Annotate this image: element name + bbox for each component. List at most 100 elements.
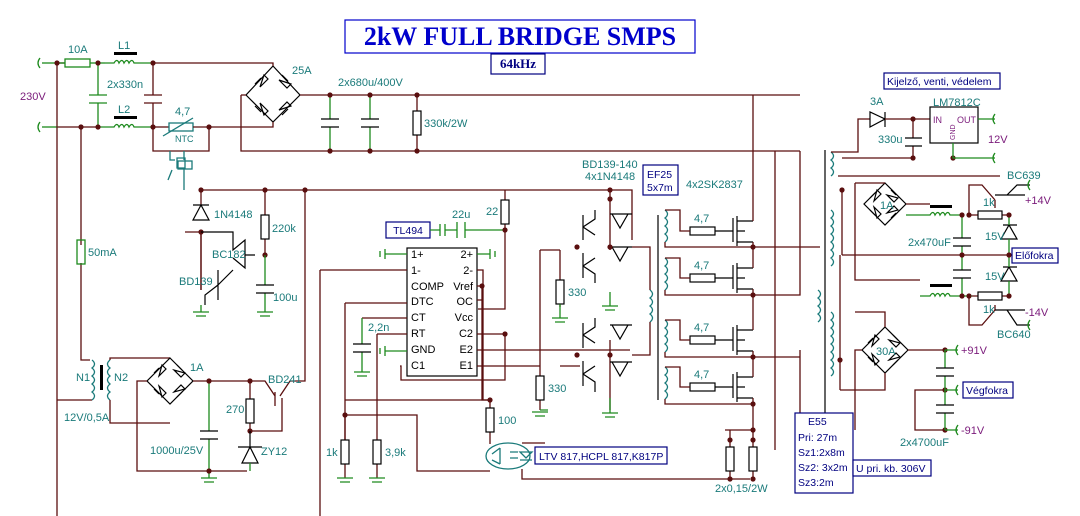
- svg-text:1k: 1k: [326, 447, 338, 459]
- driver-stage: BD139-140 4x1N4148 330 330: [505, 159, 654, 418]
- svg-text:2x4700uF: 2x4700uF: [900, 437, 949, 449]
- svg-text:2+: 2+: [460, 249, 473, 261]
- power-output: 30A +91V Végfokra -91V 2x4700uF: [837, 311, 1014, 449]
- title: 2kW FULL BRIDGE SMPS: [364, 22, 676, 51]
- svg-text:-91V: -91V: [961, 425, 985, 437]
- aux-output: Kijelző, venti, védelem 3A 330u LM7812C …: [831, 72, 1008, 193]
- svg-text:2x330n: 2x330n: [107, 79, 143, 91]
- svg-text:1A: 1A: [880, 200, 894, 212]
- svg-text:NTC: NTC: [175, 134, 194, 144]
- svg-text:U pri. kb. 306V: U pri. kb. 306V: [856, 463, 925, 475]
- svg-text:EF25: EF25: [647, 169, 672, 181]
- bridge-rectifier-25a: 25A: [153, 62, 330, 152]
- svg-text:TL494: TL494: [393, 225, 423, 237]
- svg-text:IN: IN: [933, 115, 942, 125]
- svg-text:5x7m: 5x7m: [647, 182, 673, 194]
- svg-text:25A: 25A: [292, 65, 312, 77]
- svg-text:E1: E1: [460, 360, 473, 372]
- ntc-thermistor: 4,7 NTC: [153, 106, 212, 144]
- svg-text:2x680u/400V: 2x680u/400V: [338, 77, 403, 89]
- svg-text:Végfokra: Végfokra: [966, 385, 1008, 397]
- feedback-network: 100 1k 3,9k: [326, 397, 516, 483]
- svg-text:1k: 1k: [983, 304, 995, 316]
- svg-text:BC639: BC639: [1007, 170, 1041, 182]
- svg-text:CT: CT: [411, 312, 426, 324]
- svg-text:2,2n: 2,2n: [368, 322, 389, 334]
- svg-text:GND: GND: [950, 124, 957, 140]
- svg-text:Sz2: 3x2m: Sz2: 3x2m: [798, 462, 848, 474]
- svg-text:E2: E2: [460, 344, 473, 356]
- svg-text:L1: L1: [118, 40, 130, 52]
- svg-text:330: 330: [548, 383, 566, 395]
- svg-text:BD139: BD139: [179, 276, 213, 288]
- svg-text:DTC: DTC: [411, 296, 434, 308]
- svg-text:Kijelző, venti, védelem: Kijelző, venti, védelem: [887, 76, 992, 88]
- svg-text:C1: C1: [411, 360, 425, 372]
- svg-text:330k/2W: 330k/2W: [424, 118, 468, 130]
- preamp-output: 1A 2x470uF 1k 15V 15V BC639 +14V Előfokr…: [839, 170, 1059, 360]
- svg-text:E55: E55: [808, 416, 827, 428]
- svg-text:22: 22: [486, 206, 498, 218]
- svg-text:4x1N4148: 4x1N4148: [585, 171, 635, 183]
- svg-text:LM7812C: LM7812C: [933, 97, 981, 109]
- svg-text:RT: RT: [411, 328, 426, 340]
- optocoupler: LTV 817,HCPL 817,K817P: [485, 442, 750, 480]
- svg-text:Vref: Vref: [453, 281, 474, 293]
- svg-text:COMP: COMP: [411, 281, 444, 293]
- svg-text:330u: 330u: [878, 134, 902, 146]
- svg-text:4,7: 4,7: [694, 213, 709, 225]
- gate-transformer: EF25 5x7m 4x2SK2837: [642, 164, 743, 400]
- aux-transformer: N1 N2 12V/0,5A: [57, 357, 170, 424]
- svg-text:1A: 1A: [190, 362, 204, 374]
- svg-text:LTV 817,HCPL 817,K817P: LTV 817,HCPL 817,K817P: [539, 451, 663, 463]
- aux-regulator: 270 ZY12 BD241: [226, 190, 306, 471]
- svg-text:15V: 15V: [985, 231, 1005, 243]
- aux-filter-cap: 1000u/25V: [150, 378, 218, 483]
- bleeder-resistor: 330k/2W: [412, 92, 468, 154]
- svg-text:N2: N2: [114, 372, 128, 384]
- input-voltage: 230V: [20, 91, 46, 103]
- svg-text:100: 100: [498, 415, 516, 427]
- svg-text:220k: 220k: [272, 223, 296, 235]
- svg-text:1-: 1-: [411, 265, 421, 277]
- svg-text:-14V: -14V: [1025, 307, 1049, 319]
- svg-text:4,7: 4,7: [175, 106, 190, 118]
- frequency: 64kHz: [500, 56, 536, 71]
- mosfet-stage: 4,7 4,7 4,7 4,7: [663, 95, 820, 450]
- svg-text:1N4148: 1N4148: [214, 209, 253, 221]
- svg-text:Sz3:2m: Sz3:2m: [798, 477, 834, 489]
- softstart-circuit: 1N4148 220k 100u BC182 BD139: [179, 187, 505, 317]
- svg-text:50mA: 50mA: [88, 247, 117, 259]
- bulk-capacitors: 2x680u/400V: [321, 77, 800, 154]
- svg-text:22u: 22u: [452, 209, 470, 221]
- svg-text:1k: 1k: [983, 197, 995, 209]
- svg-text:330: 330: [568, 287, 586, 299]
- svg-text:Sz1:2x8m: Sz1:2x8m: [798, 447, 845, 459]
- svg-text:1+: 1+: [411, 249, 424, 261]
- svg-text:15V: 15V: [985, 271, 1005, 283]
- aux-fuse: 50mA: [76, 239, 117, 361]
- svg-text:BC640: BC640: [997, 329, 1031, 341]
- power-transformer: E55 Pri: 27m Sz1:2x8m Sz2: 3x2m Sz3:2m U…: [794, 150, 932, 494]
- choke-l1: L1: [105, 40, 153, 65]
- mains-input: 230V: [20, 57, 98, 133]
- bypass-relay: [152, 127, 210, 190]
- svg-text:12V/0,5A: 12V/0,5A: [64, 412, 110, 424]
- current-shunts: 2x0,15/2W: [715, 430, 768, 495]
- svg-text:270: 270: [226, 404, 244, 416]
- svg-text:BD139-140: BD139-140: [582, 159, 638, 171]
- svg-text:2x0,15/2W: 2x0,15/2W: [715, 483, 768, 495]
- svg-text:Vcc: Vcc: [455, 312, 474, 324]
- svg-text:4,7: 4,7: [694, 369, 709, 381]
- svg-text:2x470uF: 2x470uF: [908, 237, 951, 249]
- svg-text:L2: L2: [118, 104, 130, 116]
- svg-text:3,9k: 3,9k: [385, 447, 406, 459]
- svg-text:OUT: OUT: [957, 115, 977, 125]
- svg-text:100u: 100u: [273, 292, 297, 304]
- frequency-box: 64kHz: [490, 53, 546, 75]
- svg-text:BD241: BD241: [268, 374, 302, 386]
- svg-text:1000u/25V: 1000u/25V: [150, 445, 204, 457]
- title-box: 2kW FULL BRIDGE SMPS: [344, 19, 696, 54]
- svg-text:30A: 30A: [876, 346, 896, 358]
